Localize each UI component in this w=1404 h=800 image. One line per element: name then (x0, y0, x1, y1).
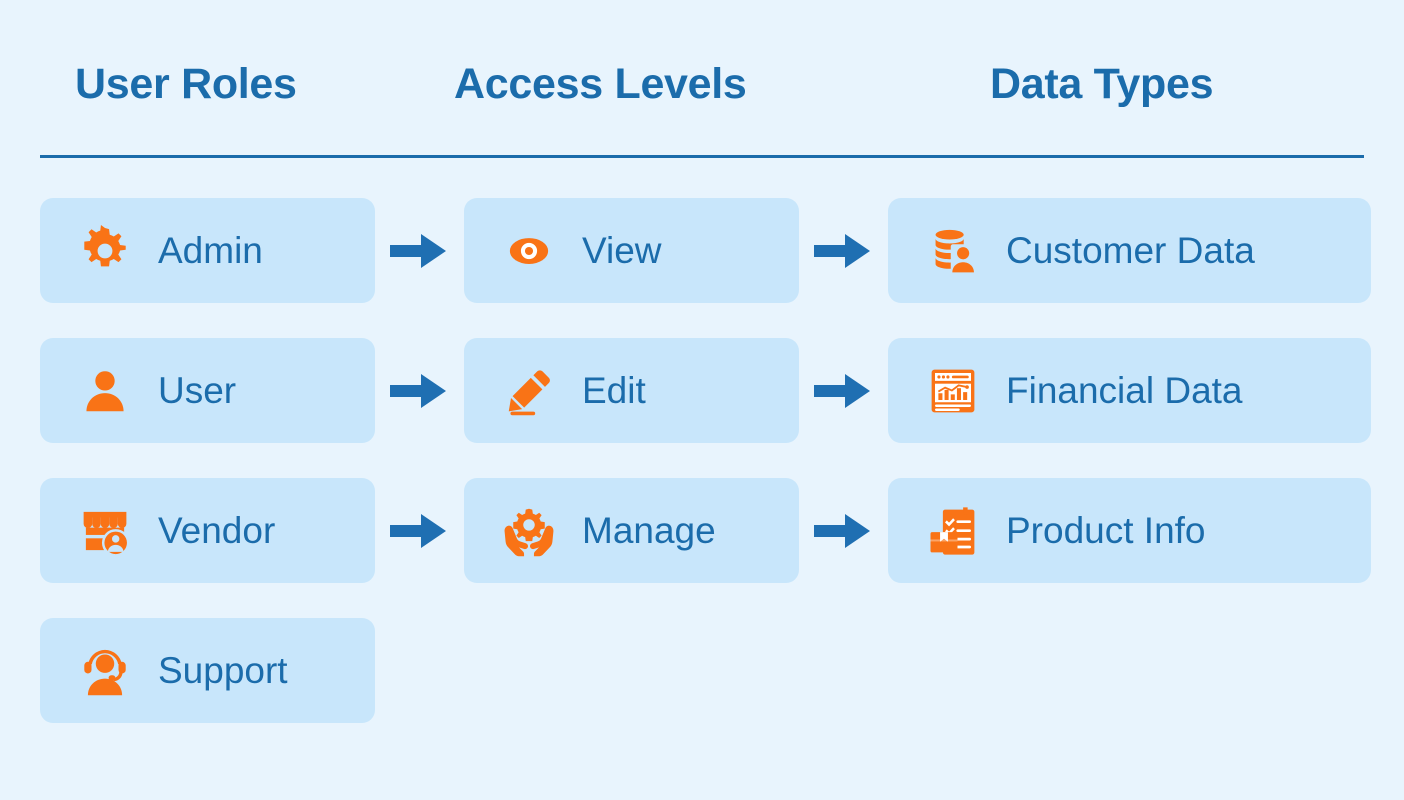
database-user-icon (926, 224, 980, 278)
card-label: Financial Data (1006, 370, 1243, 411)
matrix-rows: Admin View (0, 198, 1404, 758)
card-label: Support (158, 650, 288, 691)
card-user-role-vendor[interactable]: Vendor (40, 478, 375, 583)
column-header-data-types: Data Types (990, 60, 1214, 108)
storefront-user-icon (78, 504, 132, 558)
clipboard-box-icon (926, 504, 980, 558)
arrow-right-icon (812, 230, 872, 272)
table-row: Support (0, 618, 1404, 758)
column-header-user-roles: User Roles (75, 60, 297, 108)
arrow-right-icon (388, 510, 448, 552)
card-data-type-product-info[interactable]: Product Info (888, 478, 1371, 583)
card-access-level-manage[interactable]: Manage (464, 478, 799, 583)
column-header-access-levels: Access Levels (454, 60, 747, 108)
eye-icon (502, 224, 556, 278)
gear-icon (78, 224, 132, 278)
headset-person-icon (78, 644, 132, 698)
arrow-right-icon (812, 370, 872, 412)
table-row: User Ed (0, 338, 1404, 478)
card-label: Edit (582, 370, 646, 411)
table-row: Admin View (0, 198, 1404, 338)
card-label: View (582, 230, 662, 271)
arrow-right-icon (388, 370, 448, 412)
card-user-role-user[interactable]: User (40, 338, 375, 443)
card-label: Product Info (1006, 510, 1206, 551)
card-label: User (158, 370, 237, 411)
column-headers: User Roles Access Levels Data Types (40, 55, 1364, 135)
pencil-icon (502, 364, 556, 418)
card-label: Customer Data (1006, 230, 1255, 271)
hands-gear-icon (502, 504, 556, 558)
header-divider (40, 155, 1364, 158)
card-user-role-support[interactable]: Support (40, 618, 375, 723)
card-user-role-admin[interactable]: Admin (40, 198, 375, 303)
card-access-level-view[interactable]: View (464, 198, 799, 303)
arrow-right-icon (388, 230, 448, 272)
card-label: Vendor (158, 510, 276, 551)
card-data-type-customer-data[interactable]: Customer Data (888, 198, 1371, 303)
card-access-level-edit[interactable]: Edit (464, 338, 799, 443)
card-label: Admin (158, 230, 263, 271)
arrow-right-icon (812, 510, 872, 552)
person-icon (78, 364, 132, 418)
chart-window-icon (926, 364, 980, 418)
table-row: Vendor (0, 478, 1404, 618)
card-data-type-financial-data[interactable]: Financial Data (888, 338, 1371, 443)
card-label: Manage (582, 510, 716, 551)
